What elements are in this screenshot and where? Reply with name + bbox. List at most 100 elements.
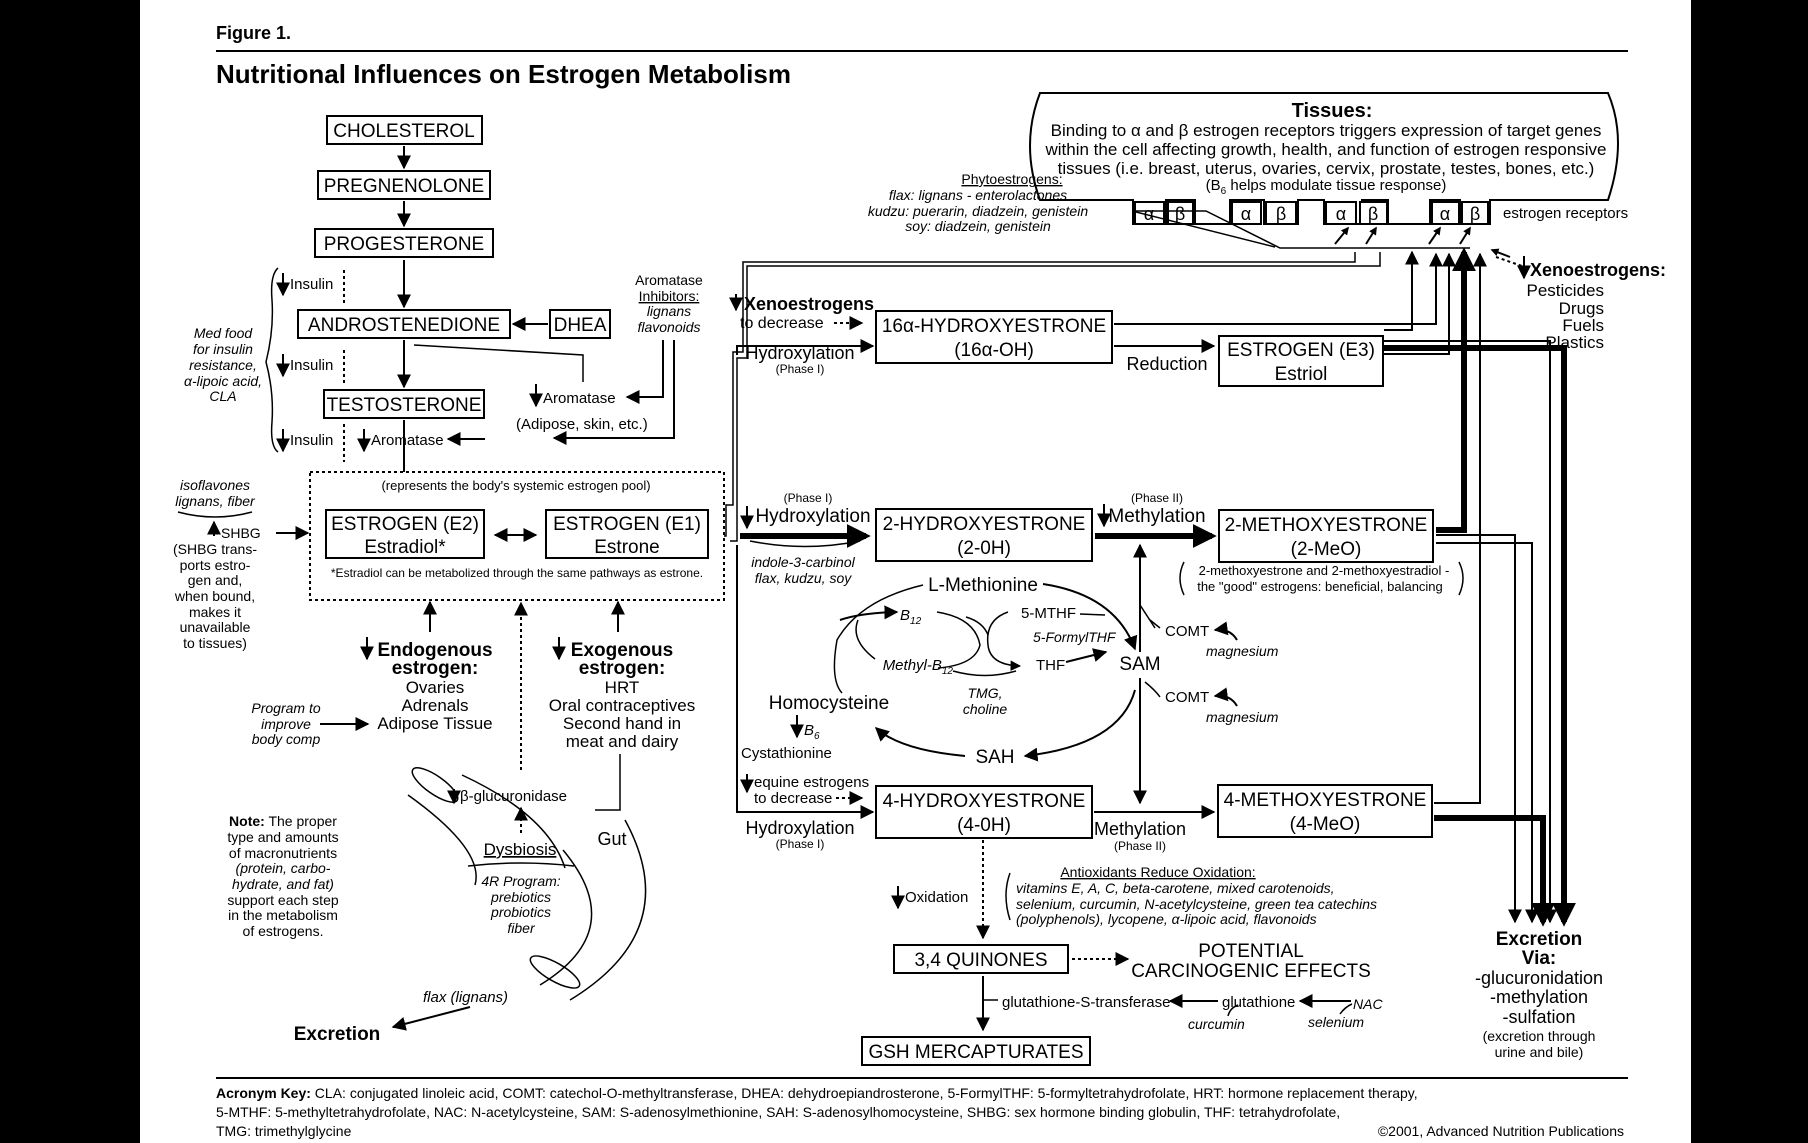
figure-title: Nutritional Influences on Estrogen Metab… xyxy=(216,59,791,89)
2oh-box xyxy=(875,508,1093,562)
good-estrogens-l1: 2-methoxyestrone and 2-methoxyestradiol … xyxy=(1199,563,1450,578)
e2-name: Estradiol* xyxy=(364,537,446,558)
antioxidants-line-2: selenium, curcumin, N-acetylcysteine, gr… xyxy=(1016,896,1377,912)
svg-text:CLA: CLA xyxy=(209,388,236,404)
svg-text:Med food: Med food xyxy=(194,325,254,341)
e1-title: ESTROGEN (E1) xyxy=(553,514,701,535)
b6-cycle-label: B6 xyxy=(804,722,820,742)
xeno-decrease-title: Xenoestrogens xyxy=(744,294,874,314)
alpha-receptor-1 xyxy=(1134,201,1165,225)
flax-kudzu-soy-label: flax, kudzu, soy xyxy=(755,570,852,586)
gut-tube-upper xyxy=(407,774,566,886)
glucuronidase-label: β-glucuronidase xyxy=(460,788,567,805)
curcumin-label: curcumin xyxy=(1188,1016,1245,1032)
svg-text:resistance,: resistance, xyxy=(189,357,257,373)
aromatase-inhibitors-flavonoids: flavonoids xyxy=(637,319,700,335)
svg-text:α-lipoic acid,: α-lipoic acid, xyxy=(184,373,262,389)
endogenous-ovaries: Ovaries xyxy=(406,678,465,697)
svg-text:to tissues): to tissues) xyxy=(183,635,247,651)
tissues-cell xyxy=(1029,92,1619,225)
aromatase-inhibitors-lignans: lignans xyxy=(647,303,691,319)
testosterone-label: TESTOSTERONE xyxy=(327,395,482,416)
xeno-decrease-sub: to decrease xyxy=(740,315,824,332)
equine-decrease-label: to decrease xyxy=(754,790,832,807)
4meo-box xyxy=(1217,784,1433,838)
tmg-label: TMG, xyxy=(968,685,1003,701)
beta-receptor-2 xyxy=(1265,201,1297,225)
svg-text:makes it: makes it xyxy=(189,604,241,620)
methylation-2-label: Methylation xyxy=(1108,506,1205,527)
svg-text:unavailable: unavailable xyxy=(180,619,251,635)
magnesium-label-2: magnesium xyxy=(1206,709,1279,725)
alpha-receptor-3-label: α xyxy=(1336,204,1346,224)
dhea-box xyxy=(549,309,611,339)
exogenous-title: Exogenous xyxy=(571,640,673,661)
insulin-label-3: Insulin xyxy=(290,432,333,449)
good-estrogens-l2: the "good" estrogens: beneficial, balanc… xyxy=(1197,579,1443,594)
magnesium-label-1: magnesium xyxy=(1206,643,1279,659)
potential-label: POTENTIAL xyxy=(1198,941,1304,962)
excretion-via-subtitle: Via: xyxy=(1522,948,1557,969)
endogenous-adrenals: Adrenals xyxy=(401,696,468,715)
copyright: ©2001, Advanced Nutrition Publications xyxy=(1378,1123,1624,1139)
sam-label: SAM xyxy=(1119,654,1160,675)
methyl-b12-label: Methyl-B12 xyxy=(883,657,954,677)
l-methionine-label: L-Methionine xyxy=(928,575,1038,596)
androstenedione-box xyxy=(297,309,511,339)
exogenous-hrt: HRT xyxy=(605,678,640,697)
svg-text:of estrogens.: of estrogens. xyxy=(243,923,324,939)
alpha-receptor-2 xyxy=(1231,201,1262,225)
phytoestrogens-title: Phytoestrogens: xyxy=(961,171,1062,187)
svg-text:ports estro-: ports estro- xyxy=(180,557,251,573)
exogenous-meat-dairy: meat and dairy xyxy=(566,732,679,751)
shbg-explanation: (SHBG trans- ports estro- gen and, when … xyxy=(173,541,257,651)
svg-text:gen and,: gen and, xyxy=(188,572,243,588)
2meo-box xyxy=(1218,509,1434,563)
2oh-abbr: (2-0H) xyxy=(957,538,1011,559)
2meo-title: 2-METHOXYESTRONE xyxy=(1225,515,1428,536)
tissues-line-3: tissues (i.e. breast, uterus, ovaries, c… xyxy=(1058,159,1595,178)
e3-name: Estriol xyxy=(1275,364,1328,385)
svg-text:when bound,: when bound, xyxy=(174,588,255,604)
aromatase-inhibitors-subtitle: Inhibitors: xyxy=(639,288,700,304)
b6-tissue-note: (B6 helps modulate tissue response) xyxy=(1206,177,1447,197)
endogenous-adipose: Adipose Tissue xyxy=(377,714,492,733)
pregnenolone-box xyxy=(317,170,491,200)
svg-text:Program to: Program to xyxy=(251,700,320,716)
sah-label: SAH xyxy=(975,747,1014,768)
5-mthf-label: 5-MTHF xyxy=(1021,605,1076,622)
phase1-4-label: (Phase I) xyxy=(776,837,825,851)
phyto-soy: soy: diadzein, genistein xyxy=(905,218,1051,234)
gut-excretion-label: Excretion xyxy=(294,1024,381,1045)
cholesterol-label: CHOLESTEROL xyxy=(333,121,474,142)
aromatase-sites: (Adipose, skin, etc.) xyxy=(516,416,648,433)
estrogen-receptors-label: estrogen receptors xyxy=(1503,205,1628,222)
16oh-box xyxy=(875,310,1113,364)
progesterone-box xyxy=(314,228,494,258)
svg-text:in the metabolism: in the metabolism xyxy=(228,907,338,923)
phase1-16-label: (Phase I) xyxy=(776,362,825,376)
exogenous-oral: Oral contraceptives xyxy=(549,696,695,715)
alpha-receptor-4 xyxy=(1431,201,1460,225)
phyto-flax: flax: lignans - enterolactones xyxy=(889,187,1067,203)
alpha-receptor-2-label: α xyxy=(1241,204,1251,224)
glutathione-label: glutathione xyxy=(1222,994,1295,1011)
phase2-2-label: (Phase II) xyxy=(1131,491,1183,505)
beta-receptor-3-label: β xyxy=(1368,204,1378,224)
hydroxylation-2-label: Hydroxylation xyxy=(755,506,870,527)
phase1-2-label: (Phase I) xyxy=(784,491,833,505)
dysbiosis-label: Dysbiosis xyxy=(484,840,557,859)
program-note: Program to improve body comp xyxy=(251,700,320,747)
aromatase-inhibitors-title: Aromatase xyxy=(635,272,703,288)
acronym-line-2: 5-MTHF: 5-methyltetrahydrofolate, NAC: N… xyxy=(216,1104,1340,1120)
pregnenolone-label: PREGNENOLONE xyxy=(324,176,484,197)
phyto-kudzu: kudzu: puerarin, diadzein, genistein xyxy=(868,203,1088,219)
svg-text:hydrate, and fat): hydrate, and fat) xyxy=(232,876,334,892)
4oh-box xyxy=(875,785,1093,839)
e3-title: ESTROGEN (E3) xyxy=(1227,340,1375,361)
excretion-note-1: (excretion through xyxy=(1483,1028,1596,1044)
progesterone-label: PROGESTERONE xyxy=(324,234,484,255)
svg-text:of macronutrients: of macronutrients xyxy=(229,845,337,861)
aromatase-label-2: Aromatase xyxy=(543,390,616,407)
exogenous-subtitle: estrogen: xyxy=(579,658,666,679)
